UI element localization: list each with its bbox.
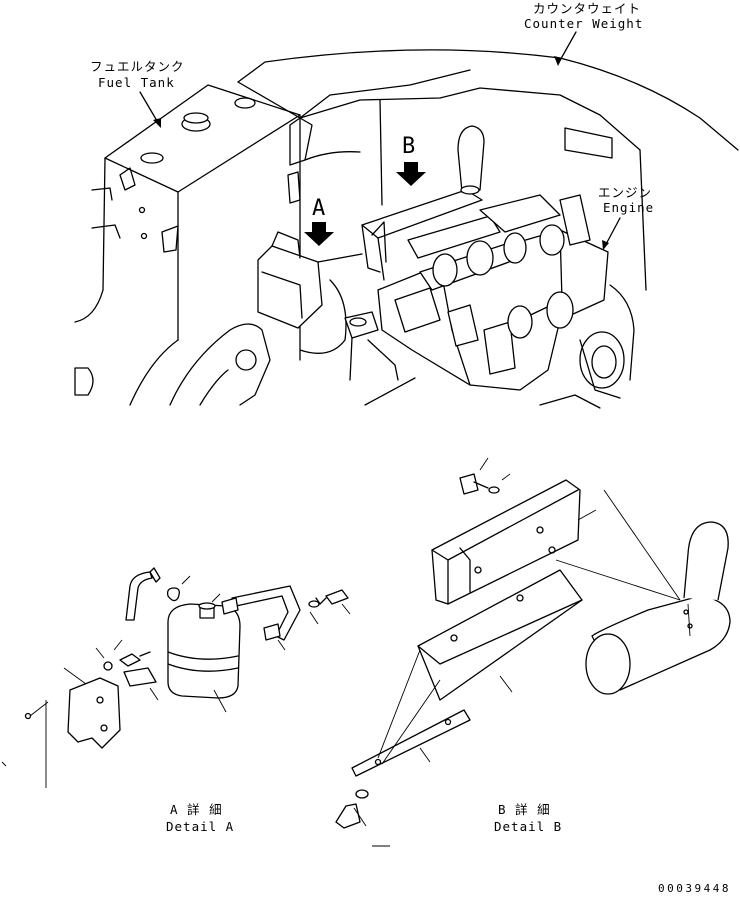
detail-b-view: B 詳 細 Detail B xyxy=(335,457,731,847)
svg-text:Engine: Engine xyxy=(603,200,654,215)
svg-text:フュエルタンク: フュエルタンク xyxy=(90,59,185,74)
svg-text:カウンタウェイト: カウンタウェイト xyxy=(533,1,641,16)
view-arrow-a: A xyxy=(304,196,334,246)
svg-text:B: B xyxy=(402,134,415,159)
view-arrow-b: B xyxy=(396,134,426,186)
label-engine: エンジン Engine xyxy=(598,185,654,250)
svg-text:Counter Weight: Counter Weight xyxy=(524,16,643,31)
reservoir-tank-location xyxy=(257,231,363,354)
frame-pillar xyxy=(169,117,361,406)
label-counter-weight: カウンタウェイト Counter Weight xyxy=(524,1,643,66)
svg-text:Fuel Tank: Fuel Tank xyxy=(98,75,175,90)
counter-weight xyxy=(237,49,739,291)
caption-detail-a-jp: A 詳 細 xyxy=(170,802,223,817)
caption-detail-b-jp: B 詳 細 xyxy=(498,802,551,817)
fuel-tank xyxy=(74,84,301,406)
caption-detail-a-en: Detail A xyxy=(166,819,234,834)
detail-a-view: A 詳 細 Detail A xyxy=(1,567,351,834)
label-fuel-tank: フュエルタンク Fuel Tank xyxy=(90,59,185,128)
caption-detail-b-en: Detail B xyxy=(494,819,562,834)
machine-overview: A B xyxy=(74,1,739,409)
svg-text:エンジン: エンジン xyxy=(598,185,652,200)
engine xyxy=(344,125,635,409)
svg-text:A: A xyxy=(312,196,325,221)
document-id: 00039448 xyxy=(658,882,731,895)
